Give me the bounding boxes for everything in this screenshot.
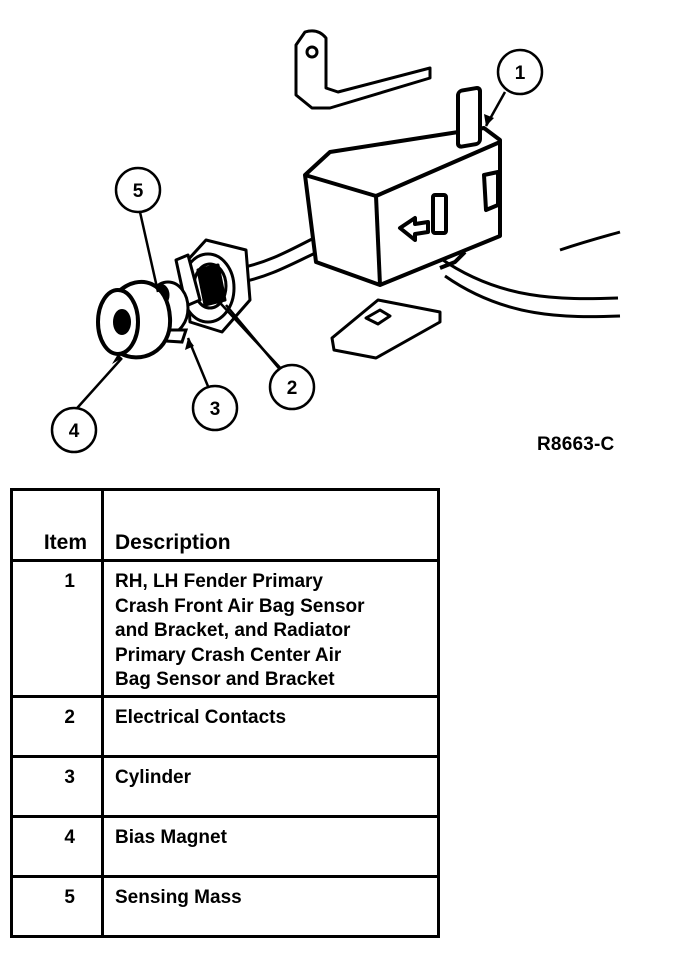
row-description: Sensing Mass	[115, 887, 242, 908]
callout-3-label: 3	[210, 399, 221, 420]
callout-5-label: 5	[133, 181, 144, 202]
table-row: 2 Electrical Contacts	[13, 698, 437, 758]
connector-assembly	[174, 238, 252, 334]
table-row: 5 Sensing Mass	[13, 878, 437, 935]
row-description: RH, LH Fender Primary Crash Front Air Ba…	[115, 570, 429, 693]
table-column-divider	[101, 491, 104, 935]
row-item-number: 3	[64, 767, 75, 788]
row-description: Electrical Contacts	[115, 707, 287, 728]
row-item-number: 5	[64, 887, 75, 908]
table-row: 1 RH, LH Fender Primary Crash Front Air …	[13, 562, 437, 698]
callout-2: 2	[268, 363, 316, 411]
callout-5: 5	[114, 166, 162, 214]
row-item-number: 1	[64, 571, 75, 592]
table-row: 4 Bias Magnet	[13, 818, 437, 878]
row-description-line: Bag Sensor and Bracket	[115, 669, 335, 690]
callout-1-label: 1	[515, 63, 526, 84]
row-description: Bias Magnet	[115, 827, 227, 848]
row-item-number: 4	[64, 827, 75, 848]
leader-arrowheads	[112, 114, 494, 364]
wiring-harness	[239, 230, 621, 319]
header-description: Description	[115, 531, 231, 554]
parts-table: Item Description 1 RH, LH Fender Primary…	[10, 488, 440, 938]
callout-3: 3	[191, 384, 239, 432]
callout-1: 1	[496, 48, 544, 96]
table-row: 3 Cylinder	[13, 758, 437, 818]
row-description: Cylinder	[115, 767, 192, 788]
callout-4-label: 4	[69, 421, 80, 442]
row-description-line: Primary Crash Center Air	[115, 644, 342, 666]
sensor-exploded-illustration: 1 5 2 3 4	[50, 29, 621, 454]
row-item-number: 2	[64, 707, 75, 728]
callout-4: 4	[50, 406, 98, 454]
upper-bracket	[294, 29, 432, 110]
row-description-line: and Bracket, and Radiator	[115, 620, 351, 641]
callout-2-label: 2	[287, 378, 298, 399]
figure-reference-code: R8663-C	[537, 434, 615, 455]
row-description-line: Crash Front Air Bag Sensor	[115, 595, 365, 617]
bias-magnet	[96, 279, 173, 360]
sensor-housing	[303, 85, 502, 287]
header-item: Item	[43, 531, 87, 554]
lower-bracket	[330, 298, 442, 360]
row-description-line: RH, LH Fender Primary	[115, 571, 323, 592]
table-header-row: Item Description	[13, 491, 437, 562]
